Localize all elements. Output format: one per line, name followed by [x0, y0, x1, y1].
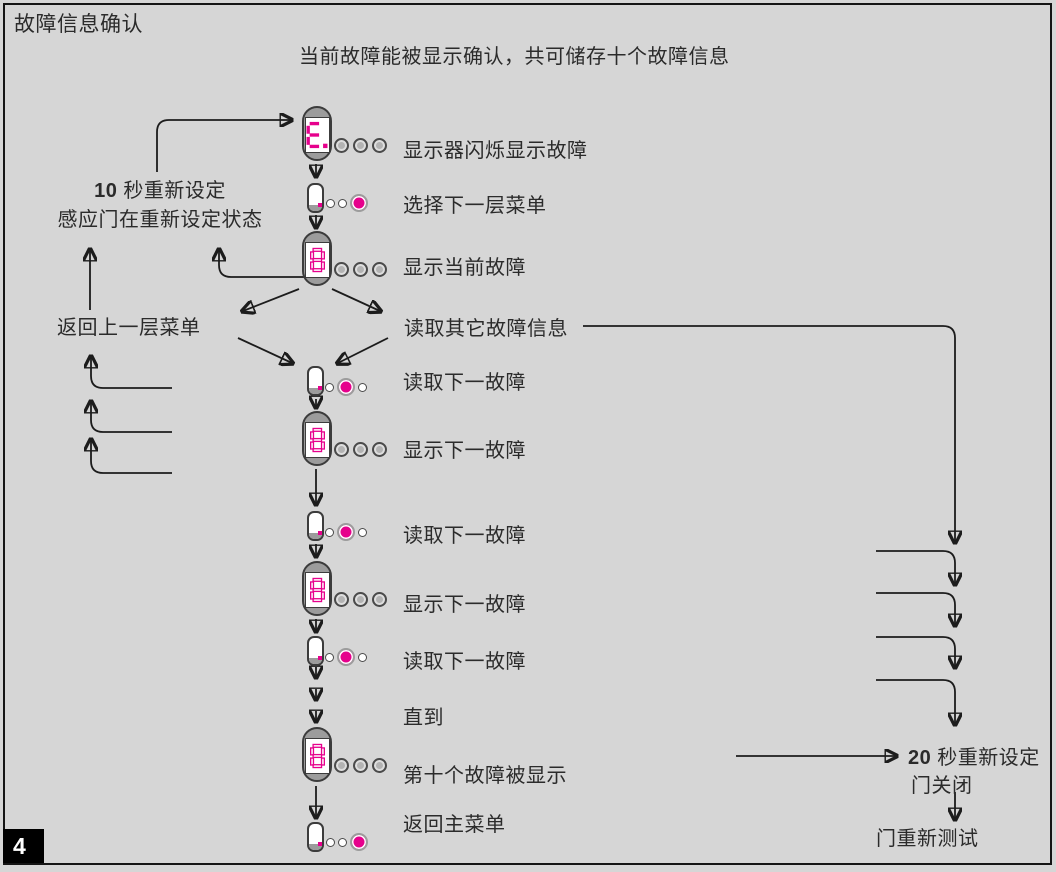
digit-8-icon	[309, 743, 325, 769]
seven-segment-display-icon	[302, 561, 332, 616]
led-row	[326, 833, 371, 851]
reset-10s-note: 10 秒重新设定 感应门在重新设定状态	[38, 177, 282, 235]
page-title: 故障信息确认	[14, 13, 143, 36]
display-screen	[304, 242, 330, 278]
status-led-icon	[334, 758, 349, 773]
program-button-icon	[307, 822, 324, 852]
step-label: 显示器闪烁显示故障	[403, 140, 588, 162]
digit-E-dot-icon	[306, 121, 328, 149]
step-label: 读取下一故障	[403, 372, 526, 394]
led-indicator	[318, 203, 322, 207]
reset-20s-label: 20 秒重新设定	[908, 741, 1040, 770]
button-cap	[309, 388, 322, 394]
led-row	[334, 138, 391, 153]
button-cap	[309, 844, 322, 850]
status-led-icon	[353, 442, 368, 457]
status-led-icon	[338, 198, 347, 208]
status-led-icon	[326, 837, 335, 847]
back-menu-label: 返回上一层菜单	[57, 317, 201, 339]
step-label: 读取下一故障	[403, 651, 526, 673]
status-led-icon	[325, 527, 334, 537]
led-row	[325, 378, 370, 396]
led-indicator	[318, 386, 322, 390]
led-row	[334, 442, 391, 457]
step-label: 显示当前故障	[403, 257, 526, 279]
reset-20s-number: 20	[908, 747, 932, 769]
reset-10s-line1: 10 秒重新设定	[38, 177, 282, 206]
button-cap	[309, 658, 322, 664]
active-led-icon	[350, 833, 368, 851]
status-led-icon	[358, 382, 367, 392]
seven-segment-display-icon	[302, 411, 332, 466]
status-led-icon	[334, 262, 349, 277]
status-led-icon	[353, 138, 368, 153]
status-led-icon	[334, 442, 349, 457]
status-led-icon	[353, 758, 368, 773]
step-label: 返回主菜单	[403, 814, 506, 836]
display-screen	[304, 738, 330, 774]
status-led-icon	[338, 837, 347, 847]
led-indicator	[318, 842, 322, 846]
led-row	[325, 648, 370, 666]
program-button-icon	[307, 366, 324, 396]
reset-10s-number: 10	[94, 180, 118, 202]
until-label: 直到	[403, 707, 444, 729]
page-border	[3, 3, 1052, 865]
digit-8-icon	[309, 247, 325, 273]
status-led-icon	[358, 527, 367, 537]
program-button-icon	[307, 183, 324, 213]
step-label: 显示下一故障	[403, 594, 526, 616]
active-led-icon	[350, 194, 368, 212]
seven-segment-display-icon	[302, 106, 332, 161]
status-led-icon	[326, 198, 335, 208]
status-led-icon	[372, 138, 387, 153]
active-led-icon	[337, 523, 355, 541]
status-led-icon	[325, 382, 334, 392]
digit-8-icon	[309, 427, 325, 453]
led-row	[334, 262, 391, 277]
led-row	[334, 592, 391, 607]
page-subtitle: 当前故障能被显示确认，共可储存十个故障信息	[299, 46, 730, 68]
step-label: 显示下一故障	[403, 440, 526, 462]
active-led-icon	[337, 648, 355, 666]
button-cap	[309, 205, 322, 211]
status-led-icon	[372, 592, 387, 607]
led-indicator	[318, 531, 322, 535]
display-screen	[304, 572, 330, 608]
door-closed-label: 门关闭	[911, 775, 973, 797]
digit-8-icon	[309, 577, 325, 603]
led-row	[325, 523, 370, 541]
status-led-icon	[353, 592, 368, 607]
read-other-label: 读取其它故障信息	[404, 318, 568, 340]
reset-10s-line2: 感应门在重新设定状态	[57, 209, 263, 231]
display-screen	[304, 117, 330, 153]
led-row	[334, 758, 391, 773]
status-led-icon	[372, 758, 387, 773]
status-led-icon	[334, 138, 349, 153]
reset-20s-text: 秒重新设定	[931, 747, 1040, 769]
page-number-badge: 4	[3, 829, 44, 863]
seven-segment-display-icon	[302, 727, 332, 782]
status-led-icon	[372, 262, 387, 277]
reset-10s-text: 秒重新设定	[117, 180, 226, 202]
door-retest-label: 门重新测试	[876, 828, 979, 850]
button-cap	[309, 533, 322, 539]
step-label: 选择下一层菜单	[403, 195, 547, 217]
step-label: 第十个故障被显示	[403, 765, 567, 787]
seven-segment-display-icon	[302, 231, 332, 286]
status-led-icon	[325, 652, 334, 662]
status-led-icon	[353, 262, 368, 277]
led-indicator	[318, 656, 322, 660]
program-button-icon	[307, 511, 324, 541]
status-led-icon	[334, 592, 349, 607]
status-led-icon	[358, 652, 367, 662]
led-row	[326, 194, 371, 212]
status-led-icon	[372, 442, 387, 457]
active-led-icon	[337, 378, 355, 396]
display-screen	[304, 422, 330, 458]
program-button-icon	[307, 636, 324, 666]
step-label: 读取下一故障	[403, 525, 526, 547]
